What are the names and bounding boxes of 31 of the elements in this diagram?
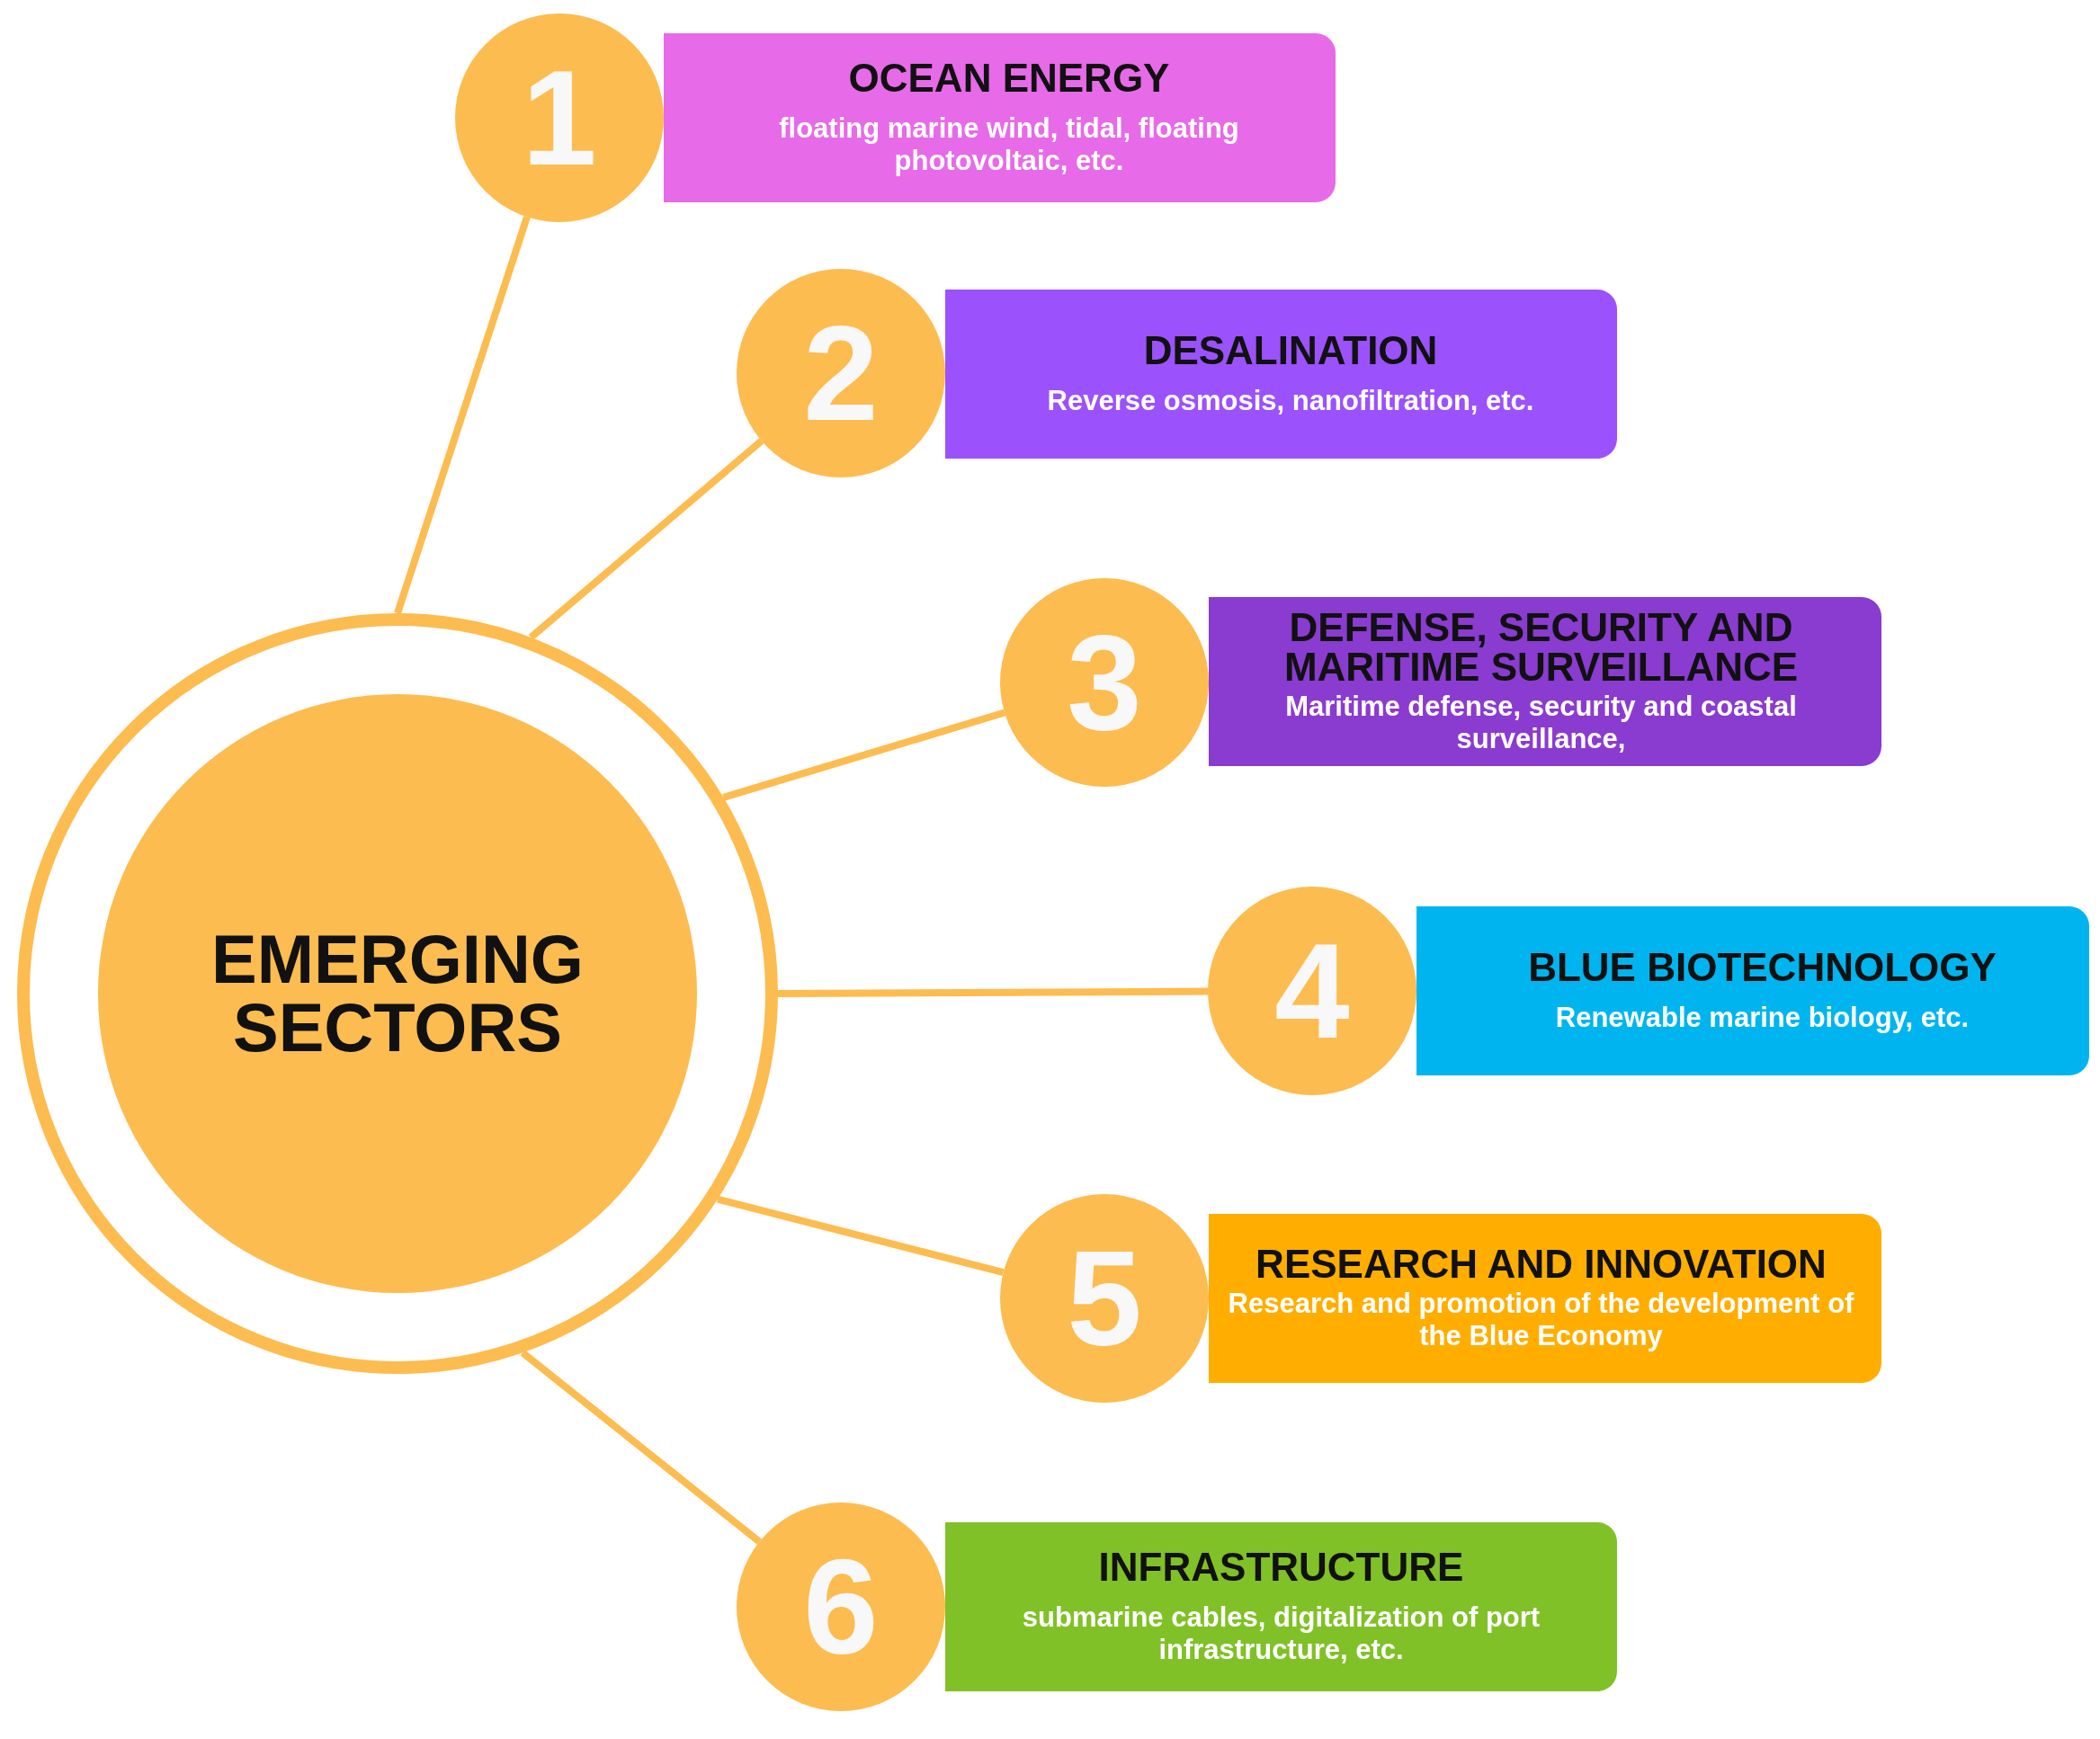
sector-description: submarine cables, digitalization of port infrastructure, etc.: [1021, 1601, 1541, 1666]
connector-line: [716, 1195, 1005, 1277]
step-number: 2: [803, 306, 879, 441]
sector-title: DEFENSE, SECURITY AND MARITIME SURVEILLANCE: [1282, 608, 1800, 688]
step-number: 5: [1067, 1231, 1142, 1366]
sector-title: OCEAN ENERGY: [848, 58, 1170, 99]
sector-description: Maritime defense, security and coastal surveillance,: [1284, 691, 1798, 755]
step-number: 6: [803, 1539, 879, 1674]
sector-banner: [1209, 1214, 1881, 1383]
connector-line: [520, 1350, 762, 1545]
sector-title: DESALINATION: [1143, 331, 1438, 371]
sector-description: Renewable marine biology, etc.: [1555, 1002, 1970, 1034]
sector-banner: [1416, 906, 2089, 1075]
step-number: 4: [1274, 923, 1350, 1058]
step-number: 3: [1067, 615, 1142, 750]
sector-banner: [945, 290, 1617, 459]
sector-description: floating marine wind, tidal, floating photovoltaic, etc.: [778, 112, 1240, 177]
sector-banner: [945, 1522, 1617, 1691]
connector-line: [777, 987, 1208, 997]
connector-line: [394, 216, 531, 615]
connector-line: [528, 438, 764, 640]
sector-banner: [664, 33, 1336, 202]
sector-title: BLUE BIOTECHNOLOGY: [1528, 948, 1997, 988]
step-number: 1: [522, 50, 597, 185]
connector-line: [722, 709, 1006, 801]
sector-title: INFRASTRUCTURE: [1098, 1547, 1464, 1588]
sector-title: RESEARCH AND INNOVATION: [1256, 1244, 1827, 1285]
hub-title: EMERGING SECTORS: [210, 925, 585, 1062]
sector-description: Reverse osmosis, nanofiltration, etc.: [1047, 385, 1534, 417]
sector-banner: [1209, 597, 1881, 766]
sector-description: Research and promotion of the development of the Blue Economy: [1227, 1288, 1855, 1352]
